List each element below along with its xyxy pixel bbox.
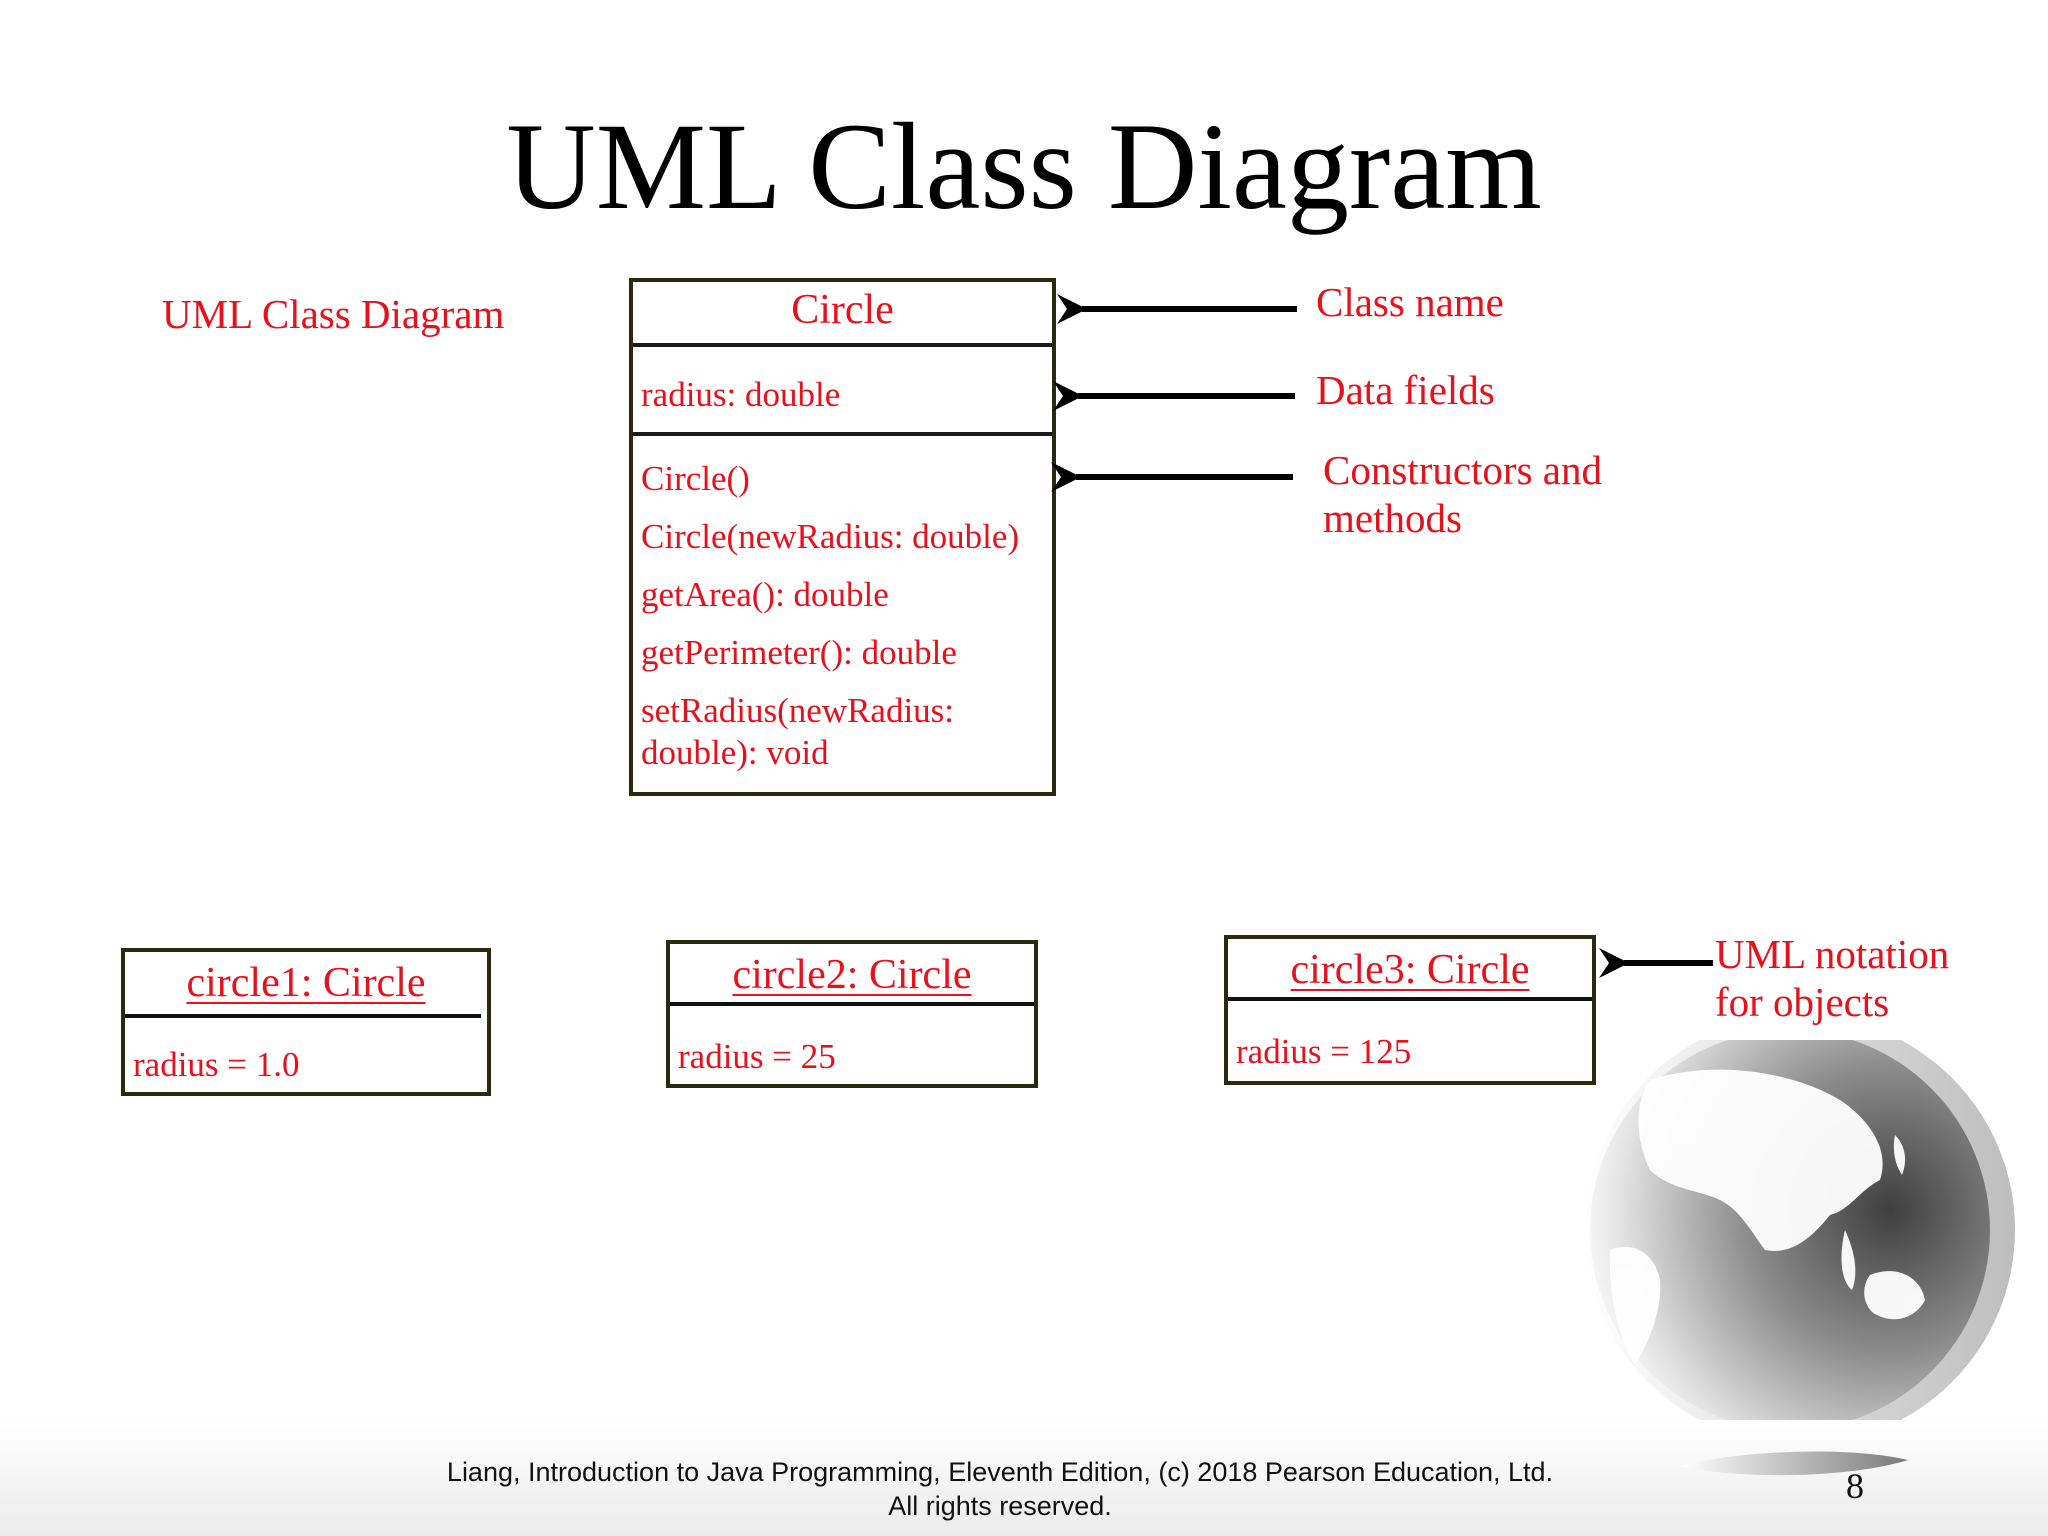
- annotation-class-name: Class name: [1316, 279, 1504, 325]
- object-name: circle3: Circle: [1290, 947, 1530, 993]
- object-name: circle1: Circle: [186, 960, 426, 1006]
- class-method: Circle(): [641, 459, 750, 498]
- class-method: setRadius(newRadius:: [641, 691, 955, 730]
- object-field: radius = 125: [1236, 1032, 1412, 1071]
- footer-band: [0, 1420, 2048, 1536]
- footer-citation: Liang, Introduction to Java Programming,…: [446, 1457, 1554, 1487]
- class-name-separator: [633, 343, 1052, 347]
- class-method: Circle(newRadius: double): [641, 517, 1020, 556]
- class-box: Circle radius: double Circle() Circle(ne…: [629, 278, 1056, 796]
- object-separator: [1228, 997, 1592, 1001]
- annotation-for-objects: for objects: [1715, 979, 1890, 1025]
- object-name: circle2: Circle: [732, 952, 972, 998]
- object-separator: [670, 1002, 1034, 1006]
- class-method: getPerimeter(): double: [641, 633, 957, 672]
- object-separator: [125, 1014, 481, 1018]
- fields-separator: [633, 432, 1052, 436]
- object-box-circle2: circle2: Circle radius = 25: [666, 940, 1038, 1088]
- annotation-constructors: Constructors and: [1323, 447, 1602, 493]
- annotation-uml-notation: UML notation: [1715, 931, 1950, 977]
- page-number: 8: [1846, 1466, 1864, 1506]
- object-box-circle3: circle3: Circle radius = 125: [1224, 935, 1596, 1085]
- class-field: radius: double: [641, 375, 841, 414]
- class-name: Circle: [791, 287, 894, 333]
- annotation-methods: methods: [1323, 495, 1462, 541]
- object-box-circle1: circle1: Circle radius = 1.0: [121, 948, 491, 1096]
- slide-title: UML Class Diagram: [506, 98, 1542, 235]
- side-label: UML Class Diagram: [162, 291, 505, 337]
- class-method: getArea(): double: [641, 575, 889, 614]
- globe-icon: [1590, 1040, 2015, 1440]
- class-method-continuation: double): void: [641, 733, 829, 772]
- object-field: radius = 1.0: [133, 1045, 300, 1084]
- footer-swoosh: [1680, 1451, 1908, 1476]
- annotation-data-fields: Data fields: [1316, 367, 1495, 413]
- object-field: radius = 25: [678, 1037, 836, 1076]
- footer-rights: All rights reserved.: [888, 1491, 1112, 1521]
